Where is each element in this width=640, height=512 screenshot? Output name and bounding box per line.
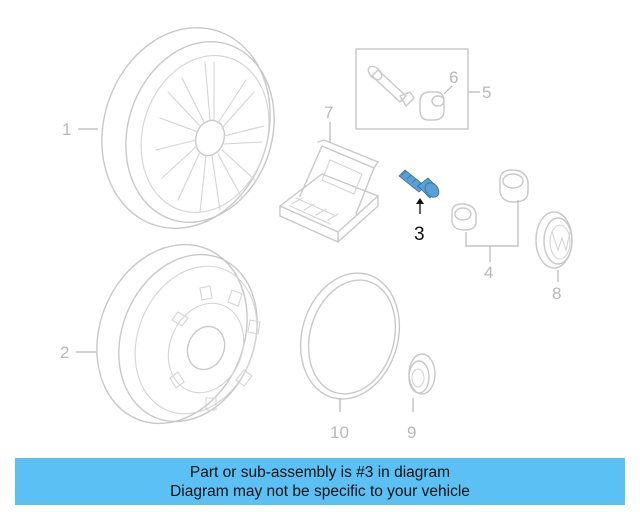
wheel-bolt-part[interactable] (398, 169, 442, 200)
center-cap-part[interactable] (535, 211, 573, 269)
arrow-up-icon (416, 198, 424, 204)
callout-5[interactable]: 5 (482, 83, 491, 102)
callout-3[interactable]: 3 (414, 224, 425, 245)
trim-ring-part[interactable] (286, 261, 414, 411)
alloy-wheel-part[interactable] (76, 6, 296, 251)
callout-7[interactable]: 7 (324, 103, 333, 122)
info-banner: Part or sub-assembly is #3 in diagram Di… (15, 458, 625, 505)
leader-bracket-4 (465, 200, 519, 247)
callout-9[interactable]: 9 (407, 423, 416, 442)
valve-kit-part[interactable] (355, 48, 469, 130)
banner-line-2: Diagram may not be specific to your vehi… (170, 482, 470, 500)
callout-8[interactable]: 8 (552, 284, 561, 303)
callout-10[interactable]: 10 (330, 423, 349, 442)
hub-cap-part[interactable] (408, 353, 436, 395)
banner-line-1: Part or sub-assembly is #3 in diagram (189, 463, 451, 481)
callout-1[interactable]: 1 (62, 120, 71, 139)
leader-line-6 (443, 85, 453, 95)
callout-6[interactable]: 6 (449, 68, 458, 87)
valve-cap-part[interactable] (419, 91, 445, 121)
callout-4[interactable]: 4 (484, 263, 493, 282)
steel-wheel-part[interactable] (71, 222, 282, 447)
tool-kit-part[interactable] (279, 139, 379, 243)
parts-diagram: 1 2 6 5 7 3 (60, 6, 573, 447)
bolt-cap-small-part[interactable] (451, 203, 477, 231)
bolt-cap-large-part[interactable] (499, 169, 529, 203)
callout-2[interactable]: 2 (60, 343, 69, 362)
